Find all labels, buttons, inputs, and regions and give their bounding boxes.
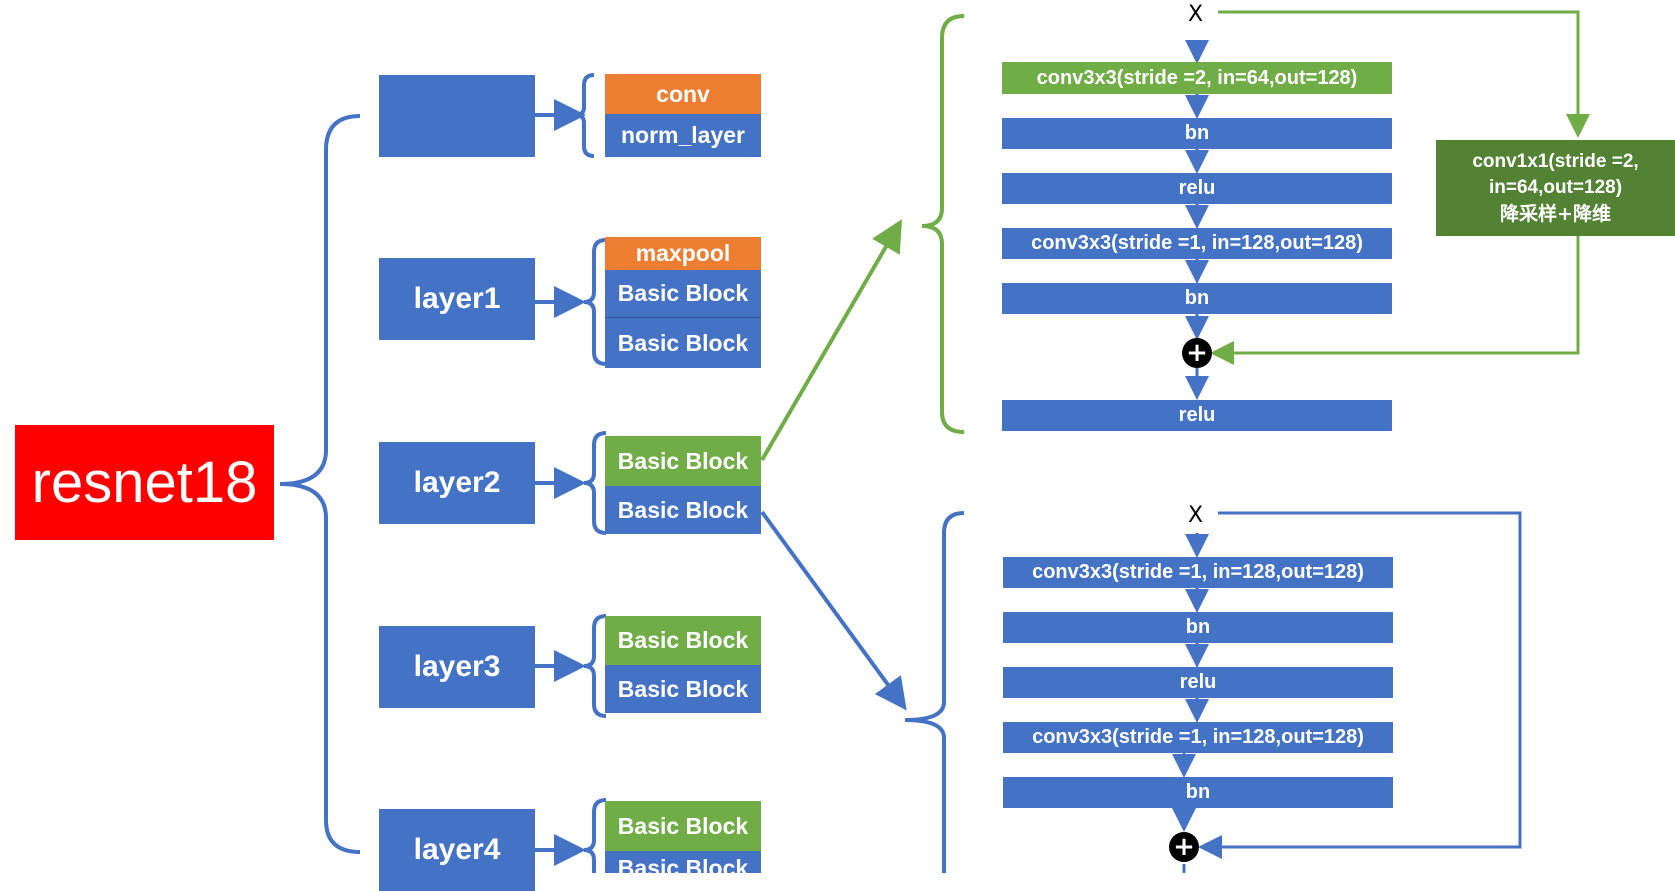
layer4-block1-item: Basic Block — [605, 801, 761, 851]
bottom-relu-op: relu — [1003, 667, 1393, 698]
root-brace — [279, 114, 361, 854]
top-bn1-op: bn — [1002, 118, 1392, 149]
shortcut-conv1x1: conv1x1(stride =2, in=64,out=128) 降采样+降维 — [1436, 140, 1675, 236]
layer3-block2-item: Basic Block — [605, 665, 761, 713]
layer3-label: layer3 — [413, 650, 501, 683]
bottom-block-brace — [904, 511, 965, 873]
layer2-label: layer2 — [413, 466, 501, 499]
root-node: resnet18 — [15, 425, 274, 540]
top-input-x: X — [1188, 2, 1204, 27]
top-conv1-op: conv3x3(stride =2, in=64,out=128) — [1002, 62, 1392, 94]
layer2-block1-item: Basic Block — [605, 436, 761, 486]
top-add-icon: + — [1182, 338, 1212, 368]
root-label: resnet18 — [31, 450, 258, 515]
layer4-label: layer4 — [413, 833, 501, 866]
bottom-conv1-op: conv3x3(stride =1, in=128,out=128) — [1003, 557, 1393, 588]
top-bn2-op: bn — [1002, 283, 1392, 314]
layer1-block2-item: Basic Block — [605, 318, 761, 368]
top-block-brace — [921, 14, 965, 434]
top-relu1-op: relu — [1002, 173, 1392, 204]
layer1-node: layer1 — [379, 258, 535, 340]
bottom-bn2-op: bn — [1003, 777, 1393, 808]
maxpool-item: maxpool — [605, 237, 761, 270]
layer1-block1-item: Basic Block — [605, 270, 761, 318]
conv-item: conv — [605, 74, 761, 114]
layer2-block2-item: Basic Block — [605, 486, 761, 534]
bottom-add-icon: + — [1169, 832, 1199, 862]
bottom-input-x: X — [1188, 503, 1204, 528]
layer2-node: layer2 — [379, 442, 535, 524]
top-conv2-op: conv3x3(stride =1, in=128,out=128) — [1002, 228, 1392, 259]
top-relu2-op: relu — [1002, 400, 1392, 431]
stem-node — [379, 75, 535, 157]
norm-layer-item: norm_layer — [605, 114, 761, 157]
bottom-conv2-op: conv3x3(stride =1, in=128,out=128) — [1003, 722, 1393, 753]
bottom-bn1-op: bn — [1003, 612, 1393, 643]
layer3-node: layer3 — [379, 626, 535, 708]
layer1-label: layer1 — [413, 282, 501, 315]
connector-lines — [279, 10, 1590, 873]
layer4-node: layer4 — [379, 809, 535, 891]
layer4-block2-item: Basic Block — [605, 851, 761, 873]
layer3-block1-item: Basic Block — [605, 616, 761, 665]
